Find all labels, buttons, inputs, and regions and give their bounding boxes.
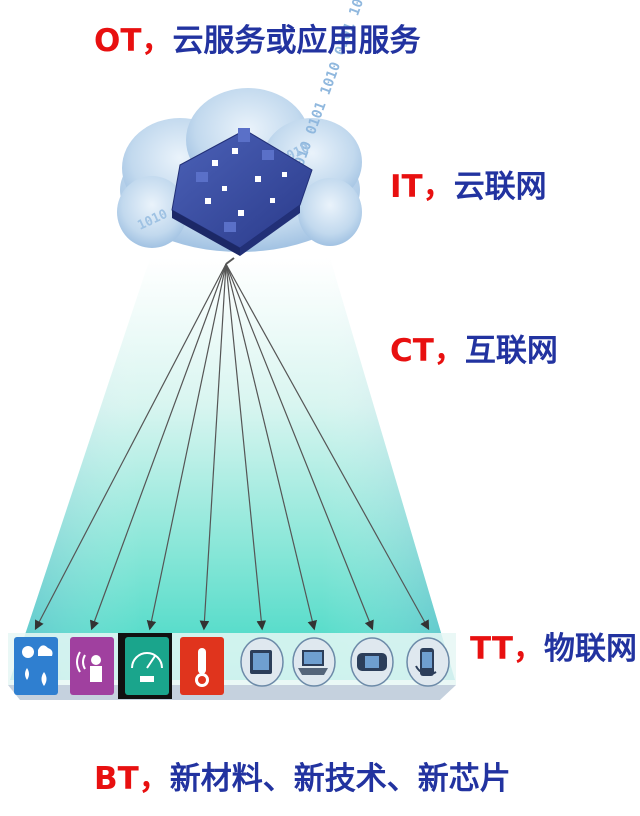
connection-arrow <box>199 263 227 631</box>
label-bt-code: BT <box>94 761 139 797</box>
label-ot: OT，云服务或应用服务 <box>94 26 421 57</box>
connection-arrow <box>225 263 430 631</box>
weather-sensor-icon <box>14 637 58 695</box>
mobile-phone-icon <box>406 637 450 687</box>
connection-arrow <box>225 263 317 631</box>
connection-arrow <box>34 263 227 631</box>
device-row <box>14 633 450 699</box>
label-tt-code: TT <box>470 631 514 667</box>
laptop-device-icon <box>292 637 336 687</box>
connection-arrow <box>225 263 374 631</box>
thermometer-icon <box>180 637 224 695</box>
circuit-board-icon <box>171 128 313 265</box>
label-ot-code: OT <box>94 23 142 59</box>
connection-arrows <box>34 263 430 631</box>
signal-person-icon <box>70 637 114 695</box>
connection-arrow <box>89 263 227 631</box>
tablet-device-icon <box>240 637 284 687</box>
handheld-console-icon <box>350 637 394 687</box>
label-tt-desc: 物联网 <box>544 631 638 667</box>
connection-arrow <box>146 263 227 631</box>
label-tt-sep: ， <box>513 631 545 667</box>
label-ot-desc: 云服务或应用服务 <box>172 23 421 59</box>
label-ct-code: CT <box>390 333 434 369</box>
label-ot-sep: ， <box>141 23 173 59</box>
label-it-code: IT <box>390 169 423 205</box>
label-it: IT，云联网 <box>390 172 547 203</box>
label-bt-desc: 新材料、新技术、新芯片 <box>169 761 511 797</box>
label-tt: TT，物联网 <box>470 634 637 665</box>
label-it-sep: ， <box>422 169 454 205</box>
label-ct-sep: ， <box>433 333 465 369</box>
label-ct: CT，互联网 <box>390 336 558 367</box>
label-it-desc: 云联网 <box>453 169 547 205</box>
label-bt: BT，新材料、新技术、新芯片 <box>94 764 511 795</box>
network-beam-edge <box>10 258 455 680</box>
label-ct-desc: 互联网 <box>464 333 558 369</box>
gauge-icon <box>118 633 172 699</box>
connection-arrow <box>225 263 267 631</box>
label-bt-sep: ， <box>138 761 170 797</box>
